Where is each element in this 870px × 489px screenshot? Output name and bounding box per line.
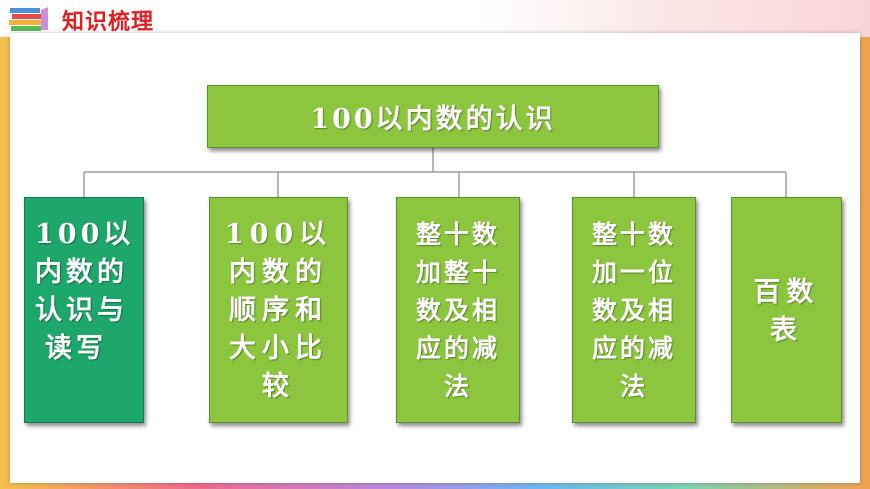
node-line: 表 — [770, 315, 803, 346]
node-line: 100以 — [35, 219, 135, 250]
node-tens-plus-ones[interactable]: 整十数 加一位 数及相 应的减 法 — [572, 197, 696, 423]
node-line: 100以 — [224, 219, 333, 250]
node-line: 数及相 — [415, 296, 500, 325]
node-line: 百数 — [753, 277, 820, 308]
header-bar: 知识梳理 — [0, 0, 870, 37]
node-line: 内数的 — [35, 257, 128, 288]
node-tens-plus-tens[interactable]: 整十数 加整十 数及相 应的减 法 — [396, 197, 520, 423]
node-line: 大小比 — [229, 333, 328, 364]
node-line: 认识与 — [35, 295, 128, 326]
node-line: 数及相 — [591, 296, 676, 325]
node-line: 较 — [262, 371, 295, 402]
node-line: 应的减 — [415, 334, 500, 363]
node-order-compare[interactable]: 100以 内数的 顺序和 大小比 较 — [209, 197, 348, 423]
root-node-label: 100以内数的认识 — [310, 104, 556, 135]
node-line: 加一位 — [591, 258, 676, 287]
page-title: 知识梳理 — [62, 10, 155, 35]
node-line: 法 — [443, 372, 472, 401]
node-line: 整十数 — [415, 220, 500, 249]
books-icon — [9, 7, 48, 31]
node-line: 加整十 — [415, 258, 500, 287]
node-line: 法 — [619, 372, 648, 401]
node-line: 顺序和 — [229, 295, 328, 326]
root-node: 100以内数的认识 — [207, 85, 659, 148]
node-line: 整十数 — [591, 220, 676, 249]
node-line: 读写 — [45, 333, 107, 364]
node-line: 应的减 — [591, 334, 676, 363]
node-read-write[interactable]: 100以 内数的 认识与 读写 — [24, 197, 144, 423]
node-line: 内数的 — [229, 257, 328, 288]
node-hundred-chart[interactable]: 百数 表 — [731, 197, 842, 423]
